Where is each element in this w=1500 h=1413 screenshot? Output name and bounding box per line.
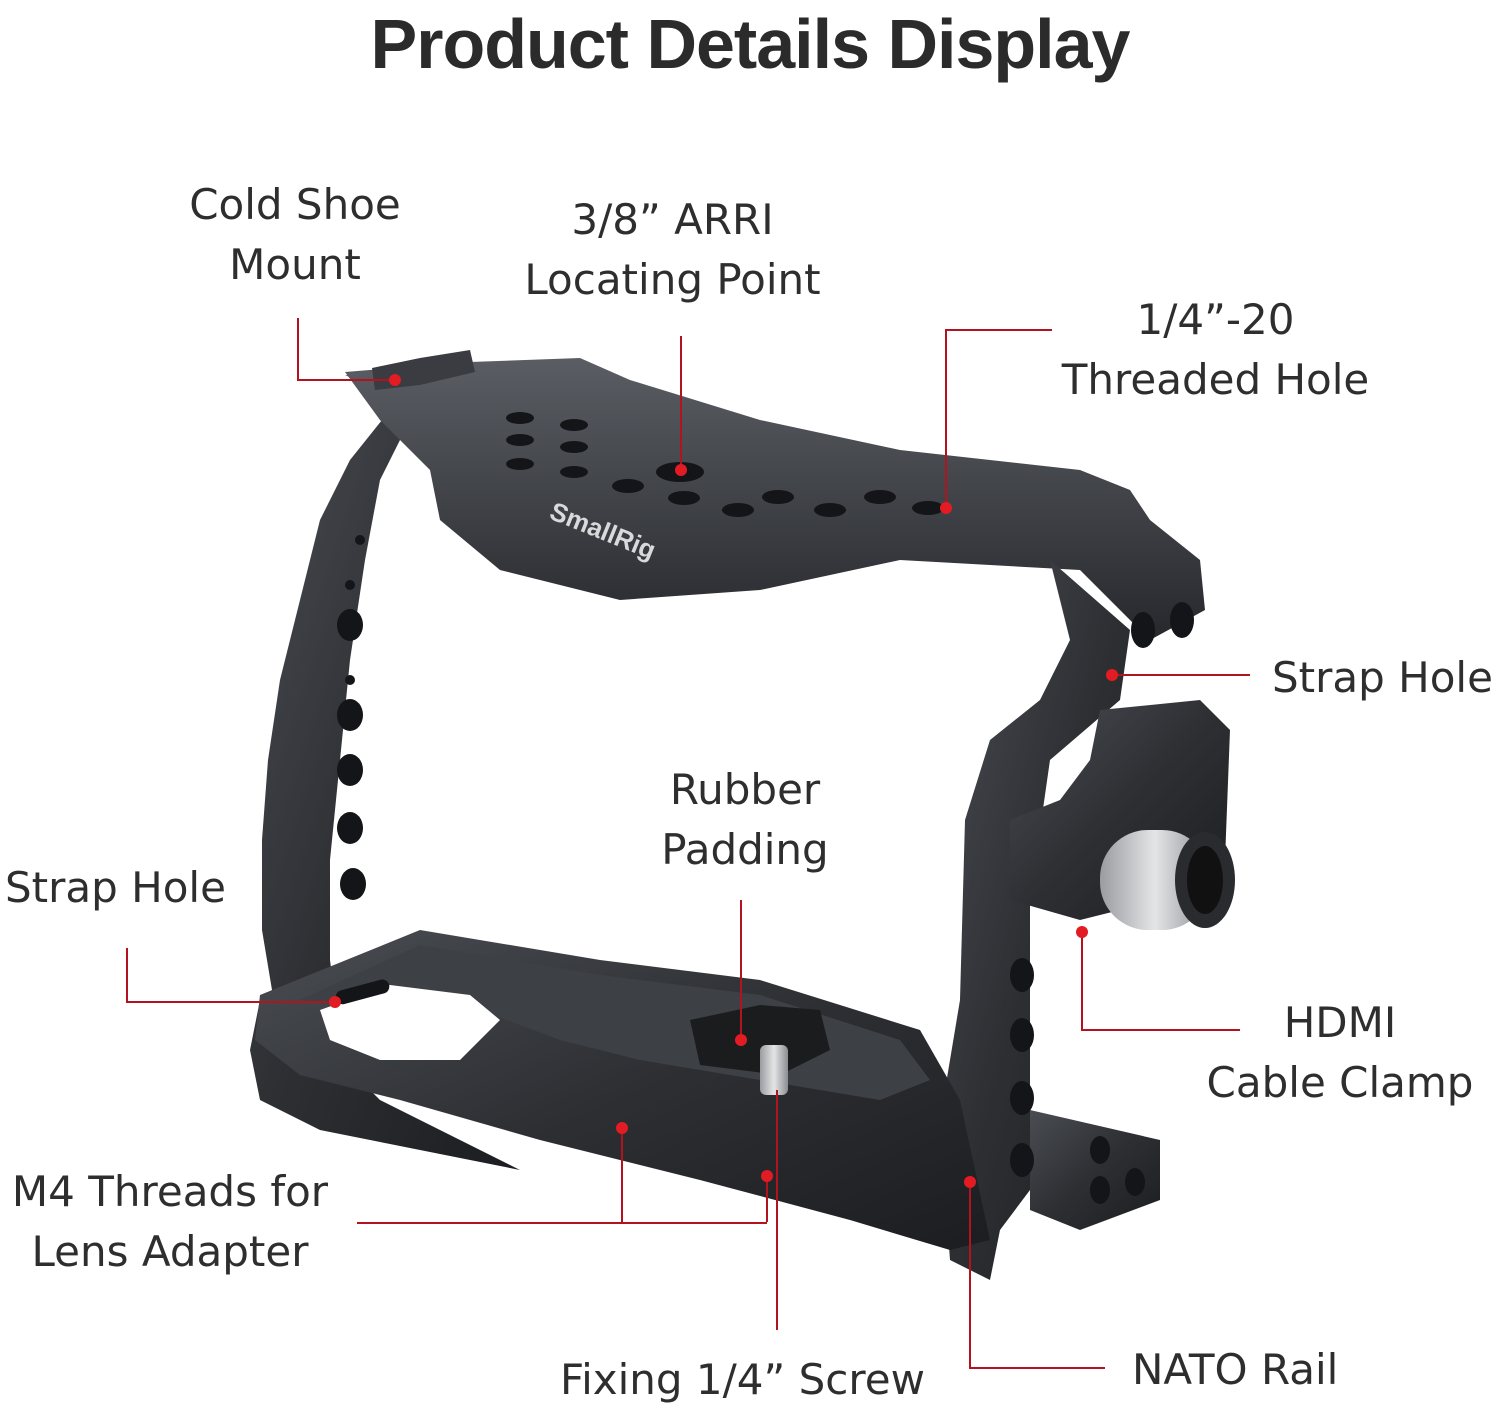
rubber-pad [690, 1005, 830, 1075]
cage-left-frame [250, 375, 520, 1170]
callout-lines [126, 318, 1250, 1369]
callout-dots [329, 374, 1118, 1188]
callout-nato-rail: NATO Rail [1132, 1345, 1339, 1394]
callout-hdmi-clamp-line2: Cable Clamp [1206, 1058, 1474, 1107]
page-title: Product Details Display [370, 5, 1131, 83]
callout-strap-hole-left: Strap Hole [5, 863, 226, 912]
callout-cold-shoe-line2: Mount [229, 240, 361, 289]
callout-rubber-padding-line1: Rubber [669, 765, 821, 814]
callout-strap-hole-right: Strap Hole [1272, 653, 1493, 702]
callout-fixing-screw: Fixing 1/4” Screw [560, 1355, 925, 1404]
callout-cold-shoe: Cold Shoe Mount [170, 175, 420, 295]
callout-cold-shoe-line1: Cold Shoe [189, 180, 401, 229]
callout-m4-threads-line2: Lens Adapter [31, 1227, 309, 1276]
callout-m4-threads: M4 Threads for Lens Adapter [5, 1162, 335, 1282]
callout-threaded-hole: 1/4”-20 Threaded Hole [1048, 290, 1383, 410]
callout-hdmi-clamp: HDMI Cable Clamp [1200, 993, 1480, 1113]
fixing-screw-shape [760, 1045, 788, 1095]
callout-arri-line2: Locating Point [524, 255, 821, 304]
nato-rail-block [1030, 1110, 1160, 1230]
callout-hdmi-clamp-line1: HDMI [1283, 998, 1397, 1047]
callout-rubber-padding-line2: Padding [661, 825, 829, 874]
callout-threaded-hole-line1: 1/4”-20 [1136, 295, 1295, 344]
callout-arri: 3/8” ARRI Locating Point [500, 190, 845, 310]
cage-right-frame [940, 560, 1130, 1280]
callout-arri-line1: 3/8” ARRI [571, 195, 774, 244]
callout-threaded-hole-line2: Threaded Hole [1061, 355, 1370, 404]
callout-rubber-padding: Rubber Padding [640, 760, 850, 880]
callout-m4-threads-line1: M4 Threads for [11, 1167, 329, 1216]
